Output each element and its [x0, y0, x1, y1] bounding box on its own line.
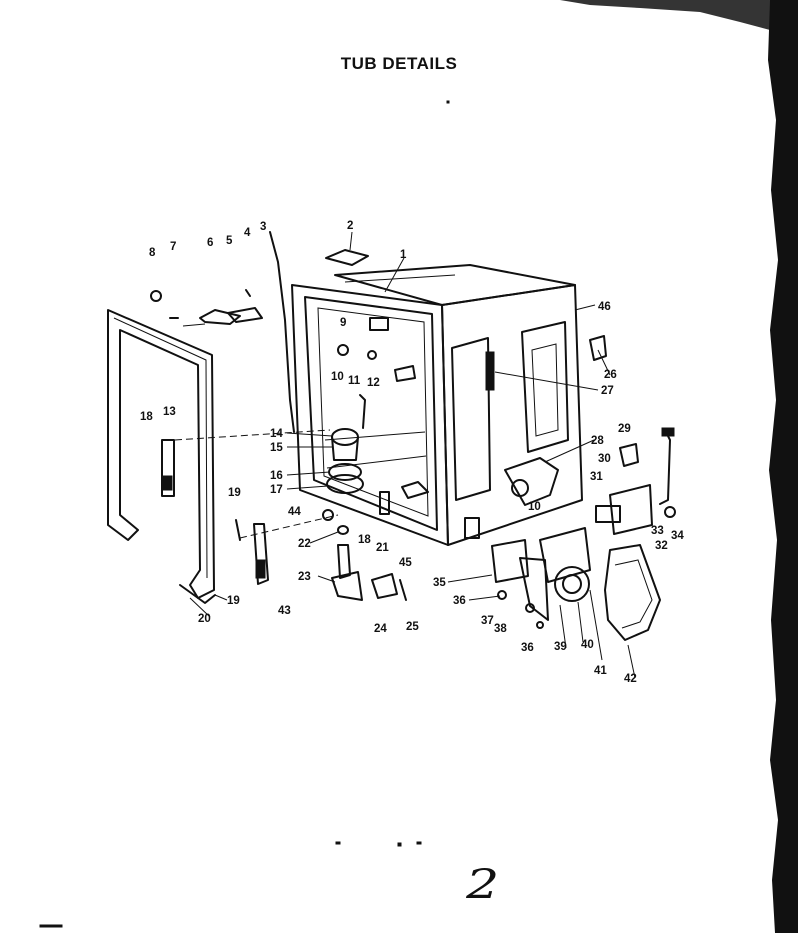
- label-29: 29: [618, 423, 631, 435]
- label-17: 17: [270, 484, 283, 496]
- label-13: 13: [163, 406, 176, 418]
- label-5: 5: [226, 235, 233, 247]
- label-37: 37: [481, 615, 494, 627]
- label-4: 4: [244, 227, 251, 239]
- label-9: 9: [340, 317, 346, 329]
- scan-specks: [39, 100, 450, 928]
- label-35: 35: [433, 577, 446, 589]
- label-21: 21: [376, 542, 389, 554]
- scan-edge-shadow: [768, 0, 798, 933]
- right-side-parts: [491, 335, 676, 641]
- door-latch-plate: [161, 439, 175, 497]
- label-19-upper: 19: [228, 487, 241, 499]
- leader-door-tub: [174, 429, 331, 441]
- label-16: 16: [270, 470, 283, 482]
- label-36-upper: 36: [453, 595, 466, 607]
- label-11: 11: [348, 375, 361, 387]
- label-8: 8: [149, 247, 156, 259]
- scan-top-shadow: [560, 0, 770, 30]
- label-46: 46: [598, 301, 611, 313]
- label-19-lower: 19: [227, 595, 240, 607]
- label-38: 38: [494, 623, 507, 635]
- label-26: 26: [604, 369, 617, 381]
- door-gasket: [107, 309, 216, 604]
- pump-assembly: [326, 317, 429, 515]
- label-20: 20: [198, 613, 211, 625]
- page-number: 2: [466, 862, 500, 908]
- label-43: 43: [278, 605, 291, 617]
- label-10-upper: 10: [331, 371, 344, 383]
- label-10-lower: 10: [528, 501, 541, 513]
- label-45: 45: [399, 557, 412, 569]
- parts-hinge-group: [150, 249, 369, 327]
- label-33: 33: [651, 525, 664, 537]
- label-31: 31: [590, 471, 603, 483]
- label-28: 28: [591, 435, 604, 447]
- label-40: 40: [581, 639, 594, 651]
- label-32: 32: [655, 540, 668, 552]
- leader-door-lower: [239, 514, 339, 539]
- label-44: 44: [288, 506, 301, 518]
- part-labels: 1 2 3 4 5 6 7 8 9 10 11 12 13 18 14 15 1…: [140, 220, 684, 685]
- label-42: 42: [624, 673, 637, 685]
- label-24: 24: [374, 623, 387, 635]
- label-25: 25: [406, 621, 419, 633]
- label-23: 23: [298, 571, 311, 583]
- label-12: 12: [367, 377, 380, 389]
- label-39: 39: [554, 641, 567, 653]
- label-7: 7: [170, 241, 176, 253]
- label-30: 30: [598, 453, 611, 465]
- leader-lines: [189, 231, 636, 679]
- label-18-door: 18: [140, 411, 153, 423]
- label-18-lower: 18: [358, 534, 371, 546]
- label-36-lower: 36: [521, 642, 534, 654]
- label-15: 15: [270, 442, 283, 454]
- label-27: 27: [601, 385, 614, 397]
- label-6: 6: [207, 237, 213, 249]
- lower-parts: [235, 509, 407, 601]
- label-34: 34: [671, 530, 684, 542]
- diagram-title: TUB DETAILS: [340, 54, 458, 73]
- label-22: 22: [298, 538, 311, 550]
- hinge-strip: [269, 231, 295, 433]
- label-14: 14: [270, 428, 283, 440]
- label-41: 41: [594, 665, 607, 677]
- label-2: 2: [347, 220, 353, 232]
- label-1: 1: [400, 249, 407, 261]
- label-3: 3: [260, 221, 266, 233]
